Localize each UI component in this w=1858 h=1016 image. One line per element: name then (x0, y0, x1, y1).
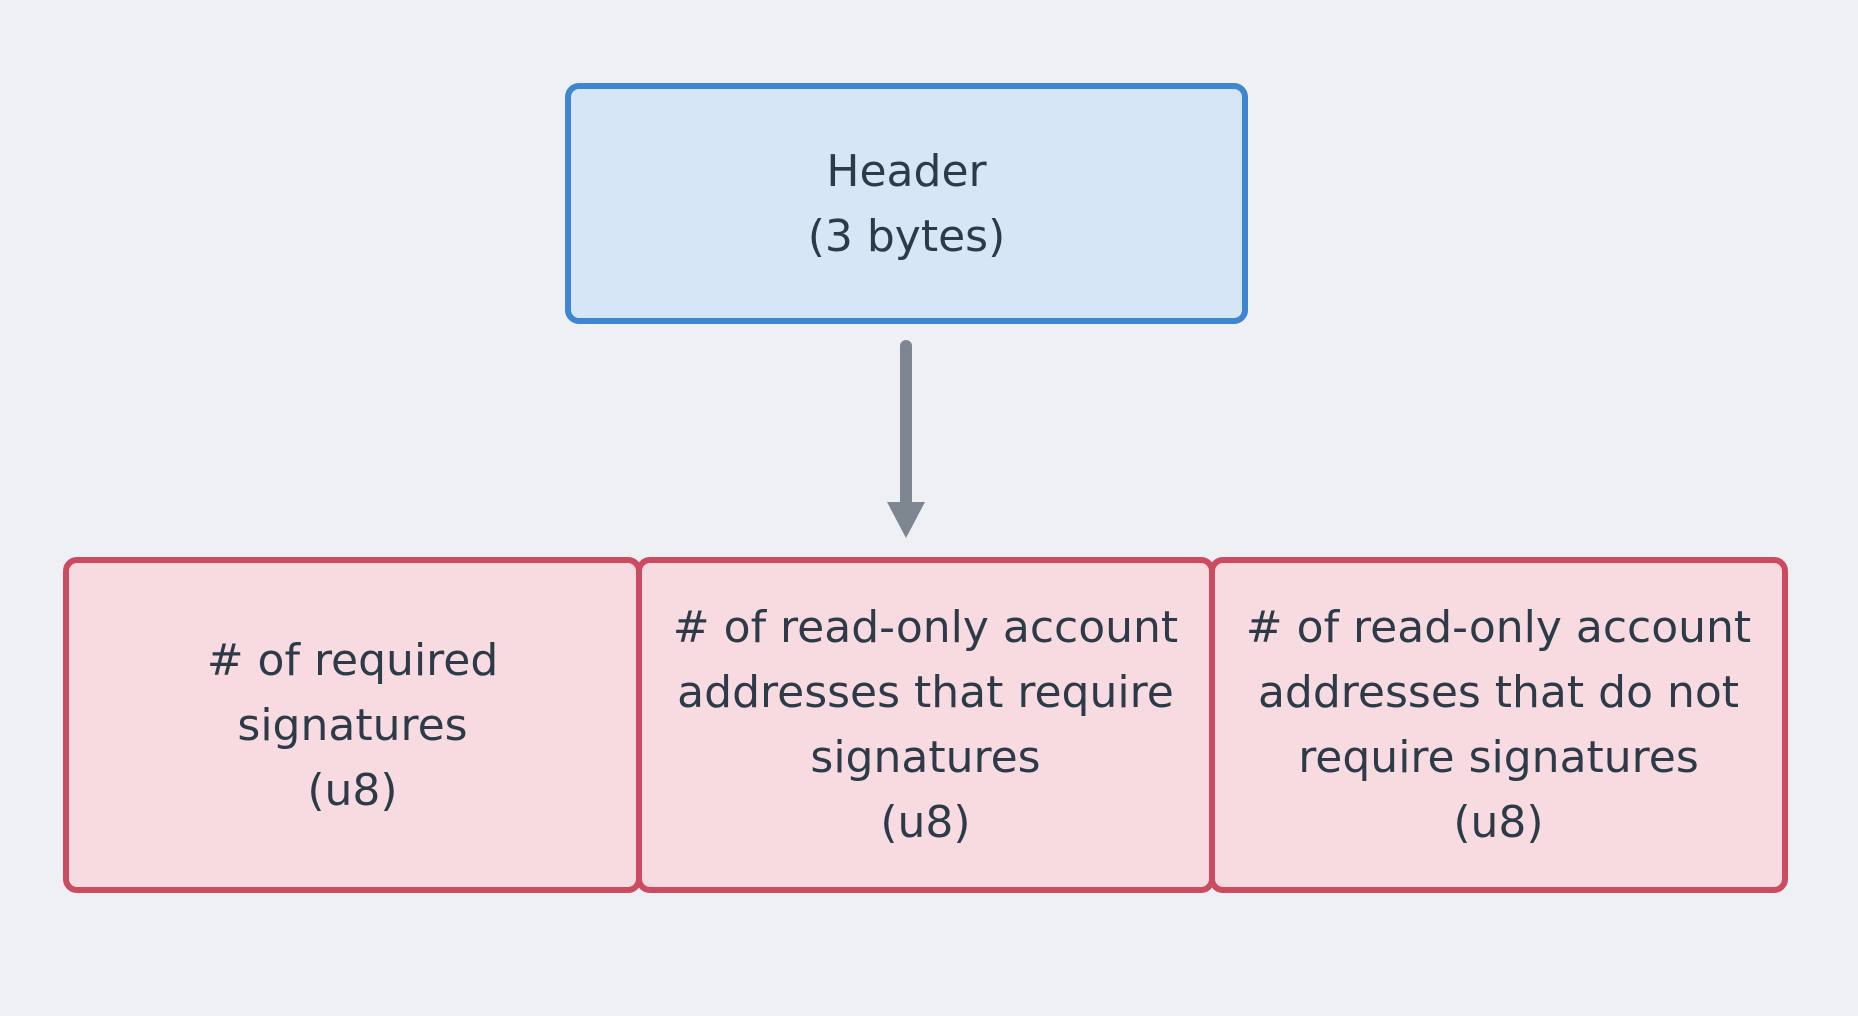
field-node-readonly-unsigned: # of read-only account addresses that do… (1209, 557, 1788, 893)
field-node-label: # of read-only account addresses that re… (672, 602, 1179, 848)
fields-row: # of required signatures (u8) # of read-… (63, 557, 1788, 893)
field-node-label: # of required signatures (u8) (206, 634, 499, 816)
field-node-label: # of read-only account addresses that do… (1245, 602, 1752, 848)
header-node-label: Header (3 bytes) (807, 145, 1006, 262)
down-arrow-head (887, 502, 925, 538)
field-node-required-signatures: # of required signatures (u8) (63, 557, 642, 893)
down-arrow-icon (887, 340, 925, 538)
field-node-readonly-signed: # of read-only account addresses that re… (636, 557, 1215, 893)
header-node: Header (3 bytes) (565, 83, 1248, 324)
